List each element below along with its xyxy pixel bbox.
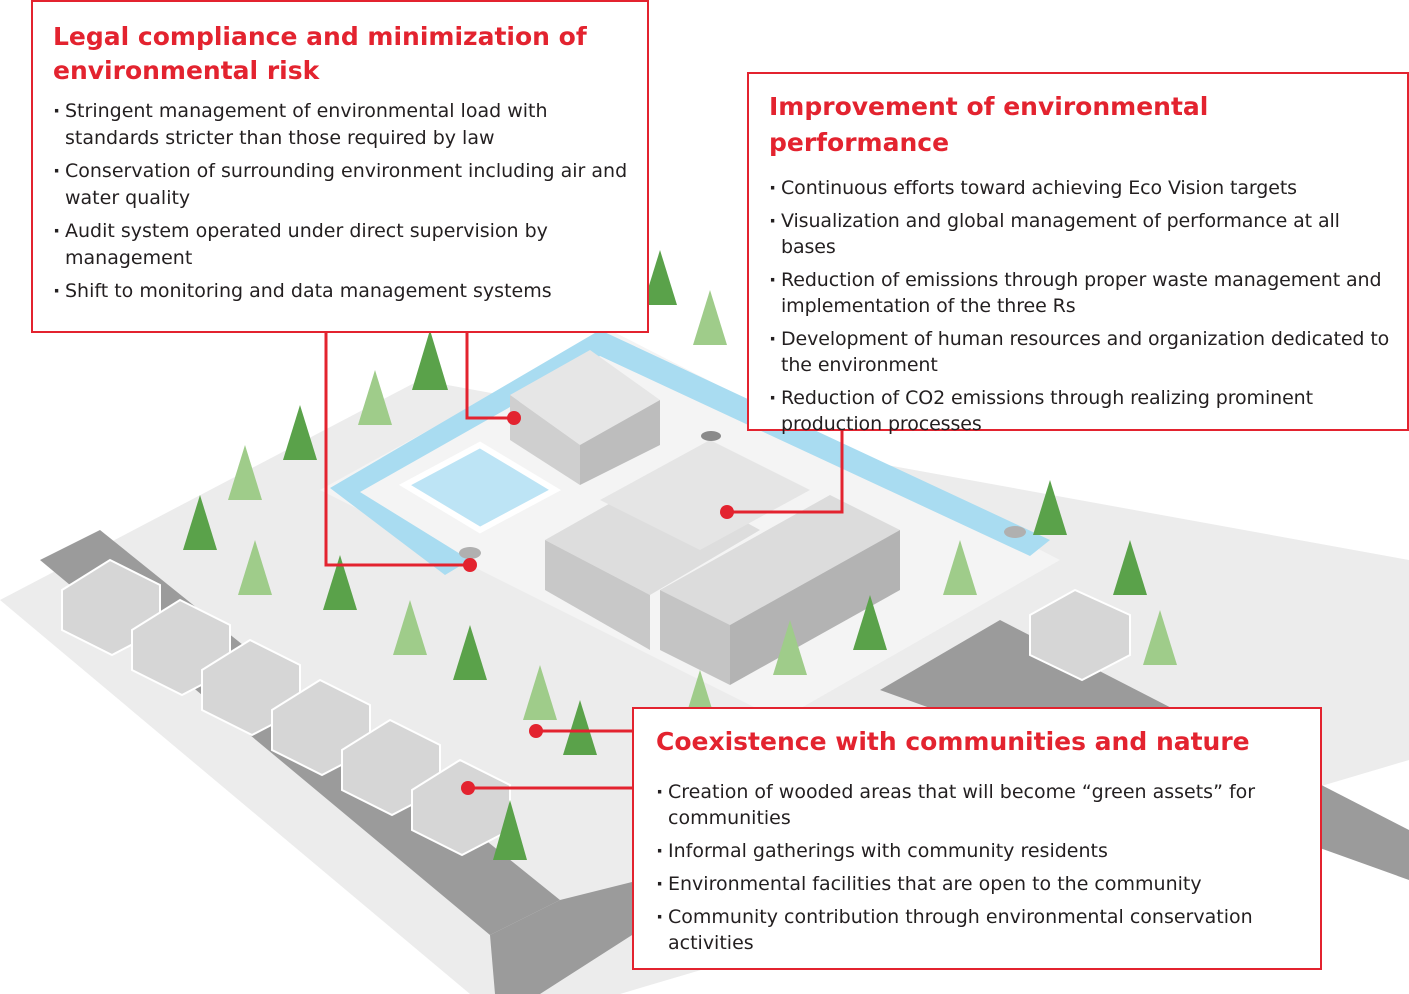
tree <box>773 620 807 675</box>
tree <box>228 445 262 500</box>
tree <box>1033 480 1067 535</box>
list-item: Creation of wooded areas that will becom… <box>656 779 1308 831</box>
callout-list: Continuous efforts toward achieving Eco … <box>769 175 1395 437</box>
marker-tank <box>463 558 477 572</box>
leader-perf <box>727 431 844 514</box>
tree <box>563 700 597 755</box>
list-item: Informal gatherings with community resid… <box>656 838 1308 864</box>
annex-front <box>660 590 730 685</box>
callout-environmental-performance: Improvement of environmental performance… <box>747 72 1409 435</box>
list-item: Audit system operated under direct super… <box>53 218 629 272</box>
list-item: Community contribution through environme… <box>656 904 1308 956</box>
marker-office <box>507 411 521 425</box>
tree <box>238 540 272 595</box>
tree <box>693 290 727 345</box>
tree <box>358 370 392 425</box>
tree <box>853 595 887 650</box>
callout-title: Coexistence with communities and nature <box>656 727 1250 756</box>
office-front <box>510 395 580 485</box>
water-canal <box>330 330 1050 575</box>
chimney <box>701 431 721 441</box>
tree <box>393 600 427 655</box>
tree <box>323 555 357 610</box>
house <box>1029 588 1131 682</box>
list-item: Development of human resources and organ… <box>769 326 1395 378</box>
annex-top <box>660 495 900 625</box>
pool <box>398 441 562 534</box>
office-top <box>510 350 660 445</box>
tree <box>943 540 977 595</box>
callout-community-coexistence: Coexistence with communities and nature … <box>632 707 1322 970</box>
leader-legal-a <box>324 333 470 567</box>
tree <box>453 625 487 680</box>
marker-woods <box>529 724 543 738</box>
leader-legal-b <box>465 333 514 420</box>
leader-markers <box>461 411 734 795</box>
hall-front <box>545 540 650 650</box>
tree <box>283 405 317 460</box>
list-item: Environmental facilities that are open t… <box>656 871 1308 897</box>
tree <box>183 495 217 550</box>
callout-title: Improvement of environmental performance <box>769 92 1209 157</box>
tree <box>643 250 677 305</box>
tank-right <box>1004 526 1026 538</box>
list-item: Stringent management of environmental lo… <box>53 98 629 152</box>
callout-title: Legal compliance and minimization of env… <box>53 22 587 85</box>
list-item: Continuous efforts toward achieving Eco … <box>769 175 1395 201</box>
list-item: Shift to monitoring and data management … <box>53 278 629 305</box>
tree <box>493 800 527 860</box>
tank-left <box>459 547 481 559</box>
list-item: Reduction of emissions through proper wa… <box>769 267 1395 319</box>
marker-factory <box>720 505 734 519</box>
annex-side <box>730 530 900 685</box>
road-bottom <box>490 880 640 994</box>
callout-list: Creation of wooded areas that will becom… <box>656 779 1308 956</box>
hall-roof-b <box>600 440 810 550</box>
list-item: Reduction of CO2 emissions through reali… <box>769 385 1395 437</box>
tree <box>412 330 448 390</box>
tree <box>1113 540 1147 595</box>
list-item: Conservation of surrounding environment … <box>53 158 629 212</box>
leader-lines <box>324 333 844 790</box>
office-side <box>580 400 660 485</box>
tree <box>1143 610 1177 665</box>
houses <box>61 558 1131 857</box>
list-item: Visualization and global management of p… <box>769 208 1395 260</box>
marker-house <box>461 781 475 795</box>
callout-list: Stringent management of environmental lo… <box>53 98 629 305</box>
callout-legal-compliance: Legal compliance and minimization of env… <box>31 0 649 333</box>
tree <box>523 665 557 720</box>
